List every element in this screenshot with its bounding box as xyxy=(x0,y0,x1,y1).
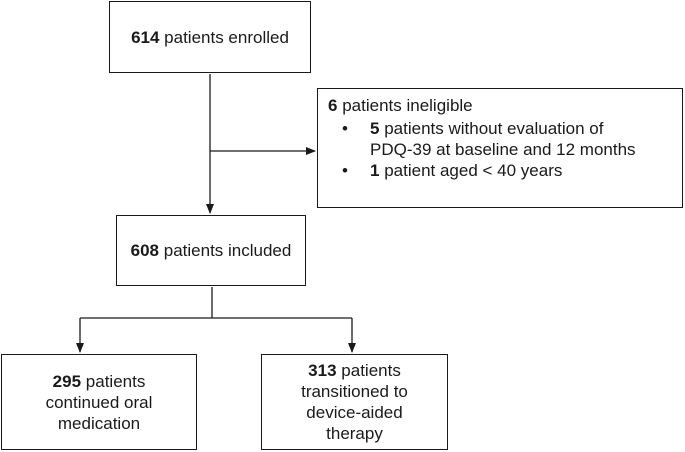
device-text-line1: patients xyxy=(341,361,401,380)
ineligible-reason: • 5 patients without evaluation of PDQ-3… xyxy=(328,118,650,160)
included-text: patients included xyxy=(163,241,292,260)
enrolled-box: 614 patients enrolled xyxy=(109,1,311,73)
reason-count: 5 xyxy=(370,119,380,138)
device-aided-box: 313 patients transitioned to device-aide… xyxy=(261,354,448,450)
included-count: 608 xyxy=(130,241,160,260)
bullet-icon: • xyxy=(342,119,348,138)
enrolled-count: 614 xyxy=(131,27,160,47)
reason-count: 1 xyxy=(370,161,380,180)
device-text-rest: transitioned to device-aided therapy xyxy=(301,382,408,443)
ineligible-box: 6 patients ineligible • 5 patients witho… xyxy=(317,88,683,208)
ineligible-count: 6 xyxy=(328,96,338,115)
enrolled-text: patients enrolled xyxy=(164,27,289,47)
ineligible-text: patients ineligible xyxy=(342,96,473,115)
ineligible-reasons-list: • 5 patients without evaluation of PDQ-3… xyxy=(328,118,672,181)
bullet-icon: • xyxy=(342,161,348,180)
included-box: 608 patients included xyxy=(116,215,306,286)
reason-text: patients without evaluation of PDQ-39 at… xyxy=(370,119,636,159)
oral-count: 295 xyxy=(52,371,82,391)
reason-text: patient aged < 40 years xyxy=(384,161,563,180)
ineligible-reason: • 1 patient aged < 40 years xyxy=(328,160,650,181)
device-count: 313 xyxy=(308,361,337,380)
oral-text-line1: patients xyxy=(85,371,146,391)
oral-text-rest: continued oral medication xyxy=(45,392,153,433)
oral-medication-box: 295 patients continued oral medication xyxy=(1,354,197,450)
